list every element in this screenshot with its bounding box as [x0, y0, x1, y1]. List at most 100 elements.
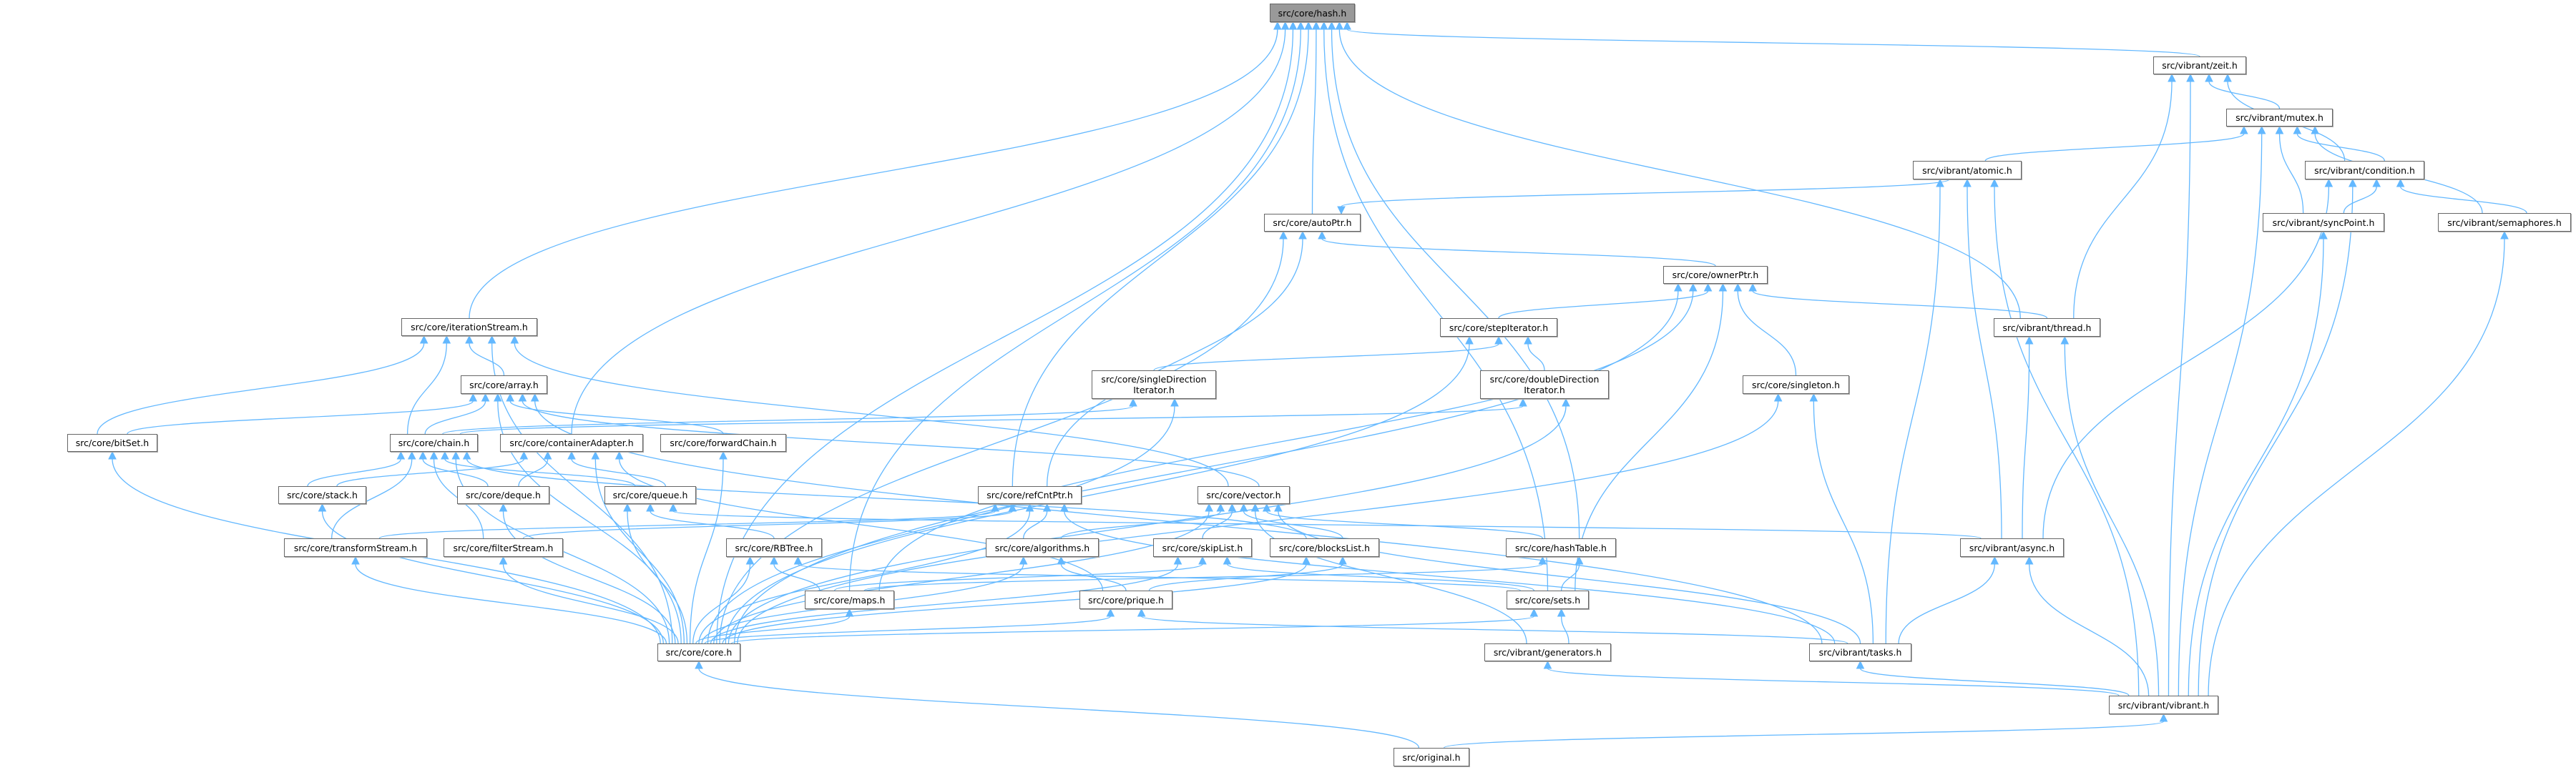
arrowhead-icon: [451, 450, 461, 460]
edge-maps-to-hash: [848, 29, 1301, 591]
arrowhead-icon: [1216, 503, 1225, 512]
arrowhead-icon: [567, 450, 576, 460]
arrowhead-icon: [1338, 556, 1347, 565]
arrowhead-icon: [669, 503, 677, 512]
node-hash[interactable]: src/core/hash.h: [1270, 4, 1355, 22]
arrowhead-icon: [1223, 556, 1232, 565]
edge-vibrant-to-thread: [2064, 343, 2160, 696]
arrowhead-icon: [1990, 556, 1999, 565]
node-zeit[interactable]: src/vibrant/zeit.h: [2153, 56, 2246, 74]
arrowhead-icon: [481, 393, 490, 402]
edge-core-to-ownerPtr: [734, 290, 1679, 644]
edge-core-to-maps: [695, 616, 851, 644]
arrowhead-icon: [1198, 556, 1207, 565]
node-label: Iterator.h: [1133, 385, 1175, 395]
node-vector[interactable]: src/core/vector.h: [1198, 486, 1290, 504]
node-chain[interactable]: src/core/chain.h: [390, 434, 478, 452]
edge-core-to-forwardChain: [689, 458, 724, 644]
arrowhead-icon: [2186, 73, 2195, 82]
arrowhead-icon: [1703, 282, 1713, 292]
edge-containerAdapter-to-hash: [571, 29, 1286, 435]
node-algorithms[interactable]: src/core/algorithms.h: [986, 538, 1099, 557]
node-array[interactable]: src/core/array.h: [461, 375, 547, 394]
node-sets[interactable]: src/core/sets.h: [1507, 591, 1589, 609]
node-stack[interactable]: src/core/stack.h: [278, 486, 366, 504]
node-autoPtr[interactable]: src/core/autoPtr.h: [1264, 214, 1361, 232]
edge-stack-to-containerAdapter: [336, 458, 524, 487]
node-label: src/vibrant/condition.h: [2314, 164, 2415, 176]
edge-core-to-sets: [730, 616, 1534, 644]
edge-syncPoint-to-condition: [2343, 186, 2377, 214]
edge-queue-to-chain: [444, 458, 636, 487]
node-original[interactable]: src/original.h: [1394, 748, 1469, 766]
node-atomic[interactable]: src/vibrant/atomic.h: [1913, 161, 2022, 179]
node-mutex[interactable]: src/vibrant/mutex.h: [2226, 109, 2333, 127]
node-async[interactable]: src/vibrant/async.h: [1960, 538, 2064, 557]
node-thread[interactable]: src/vibrant/thread.h: [1994, 318, 2100, 337]
arrowhead-icon: [530, 393, 539, 402]
node-maps[interactable]: src/core/maps.h: [805, 591, 894, 609]
node-blocksList[interactable]: src/core/blocksList.h: [1270, 538, 1379, 557]
node-transformStream[interactable]: src/core/transformStream.h: [284, 538, 427, 557]
node-skipList[interactable]: src/core/skipList.h: [1153, 538, 1252, 557]
node-ownerPtr[interactable]: src/core/ownerPtr.h: [1663, 266, 1768, 284]
edge-queue-to-containerAdapter: [571, 458, 666, 487]
node-label: src/core/blocksList.h: [1278, 542, 1371, 553]
node-hashTable[interactable]: src/core/hashTable.h: [1506, 538, 1616, 557]
node-syncPoint[interactable]: src/vibrant/syncPoint.h: [2263, 213, 2384, 232]
arrowhead-icon: [1319, 21, 1328, 30]
node-prique[interactable]: src/core/prique.h: [1079, 591, 1172, 609]
arrowhead-icon: [2311, 125, 2319, 134]
node-label: src/core/autoPtr.h: [1273, 217, 1352, 228]
node-refCntPtr[interactable]: src/core/refCntPtr.h: [978, 486, 1082, 504]
node-forwardChain[interactable]: src/core/forwardChain.h: [660, 434, 786, 452]
edge-vibrant-to-syncPoint: [2188, 238, 2324, 696]
arrowhead-icon: [2024, 335, 2034, 345]
node-RBTree[interactable]: src/core/RBTree.h: [726, 538, 822, 557]
arrowhead-icon: [770, 556, 778, 565]
node-generators[interactable]: src/vibrant/generators.h: [1484, 643, 1611, 661]
node-deque[interactable]: src/core/deque.h: [457, 486, 549, 504]
arrowhead-icon: [1129, 398, 1137, 407]
edge-doubleDirection-to-stepIterator: [1527, 343, 1545, 371]
arrowhead-icon: [1856, 660, 1865, 669]
node-filterStream[interactable]: src/core/filterStream.h: [444, 538, 563, 557]
node-queue[interactable]: src/core/queue.h: [604, 486, 696, 504]
arrowhead-icon: [418, 450, 427, 460]
node-label: src/core/core.h: [665, 647, 733, 658]
edge-algorithms-to-refCntPtr: [1023, 510, 1048, 539]
node-condition[interactable]: src/vibrant/condition.h: [2305, 161, 2424, 179]
node-label: src/core/chain.h: [398, 438, 470, 448]
node-label: src/vibrant/tasks.h: [1818, 647, 1902, 658]
edge-deque-to-chain: [422, 458, 489, 487]
node-iterationStream[interactable]: src/core/iterationStream.h: [401, 318, 537, 336]
node-vibrant[interactable]: src/vibrant/vibrant.h: [2109, 696, 2218, 714]
edge-core-to-deque: [502, 510, 676, 644]
node-core[interactable]: src/core/core.h: [657, 643, 740, 661]
node-stepIterator[interactable]: src/core/stepIterator.h: [1440, 318, 1557, 337]
edge-core-to-vector: [713, 510, 1210, 644]
edge-thread-to-hash: [1338, 29, 2021, 319]
arrowhead-icon: [646, 503, 655, 512]
edge-maps-to-skipList: [834, 563, 1203, 591]
edge-skipList-to-vector: [1202, 510, 1233, 539]
arrowhead-icon: [469, 393, 478, 402]
node-tasks[interactable]: src/vibrant/tasks.h: [1809, 643, 1911, 661]
edge-vibrant-to-mutex: [2178, 133, 2263, 696]
edge-transformStream-to-chain: [331, 458, 413, 539]
node-bitSet[interactable]: src/core/bitSet.h: [67, 434, 157, 452]
arrowhead-icon: [991, 503, 999, 512]
edge-refCntPtr-to-hash: [1012, 29, 1309, 487]
edge-generators-to-sets: [1561, 616, 1569, 644]
edge-sets-to-RBTree: [797, 563, 1521, 591]
node-semaphores[interactable]: src/vibrant/semaphores.h: [2438, 213, 2571, 232]
node-singleton[interactable]: src/core/singleton.h: [1743, 375, 1849, 394]
edge-core-to-skipList: [710, 563, 1179, 644]
edge-core-to-stack: [321, 510, 664, 644]
node-containerAdapter[interactable]: src/core/containerAdapter.h: [500, 434, 643, 452]
edge-syncPoint-to-mutex: [2278, 133, 2304, 214]
arrowhead-icon: [429, 450, 439, 460]
